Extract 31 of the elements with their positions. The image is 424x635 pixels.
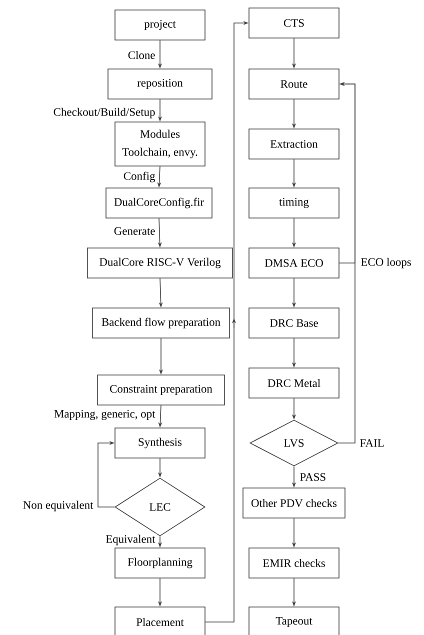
process-box: EMIR checks [248, 548, 340, 578]
process-box: DMSA ECO [248, 248, 340, 278]
process-box: Floorplanning [114, 548, 206, 578]
process-box: DRC Base [248, 308, 340, 338]
edge-label: Clone [126, 50, 157, 60]
process-box: Extraction [248, 128, 340, 160]
process-box: Placement [114, 606, 206, 635]
process-box: DualCoreConfig.fir [106, 188, 212, 218]
process-box: DRC Metal [248, 368, 340, 398]
edge-label: Generate [112, 226, 157, 236]
process-box: Constraint preparation [97, 374, 225, 406]
edge-label: Mapping, generic, opt [52, 408, 157, 422]
process-box: timing [248, 188, 340, 218]
process-box: DualCore RISC-V Verilog [87, 248, 233, 278]
edge-label: Non equivalent [22, 499, 95, 513]
process-box: project [114, 10, 206, 40]
arrow [98, 440, 115, 508]
edge-label: FAIL [358, 438, 386, 448]
edge-label: Equivalent [104, 533, 157, 547]
process-box: CTS [248, 8, 340, 38]
process-box: Synthesis [114, 428, 206, 458]
edge-label: Config [122, 170, 157, 184]
edge-label: ECO loops [359, 256, 413, 270]
process-box: Backend flow preparation [92, 308, 230, 338]
process-box: reposition [108, 68, 212, 100]
process-box: Modules Toolchain, envy. [114, 122, 206, 166]
edge-label: Checkout/Build/Setup [52, 106, 157, 120]
process-box: Tapeout [248, 606, 340, 635]
process-box: Other PDV checks [242, 488, 346, 518]
process-box: Route [248, 68, 340, 100]
edge-label: PASS [298, 472, 328, 482]
